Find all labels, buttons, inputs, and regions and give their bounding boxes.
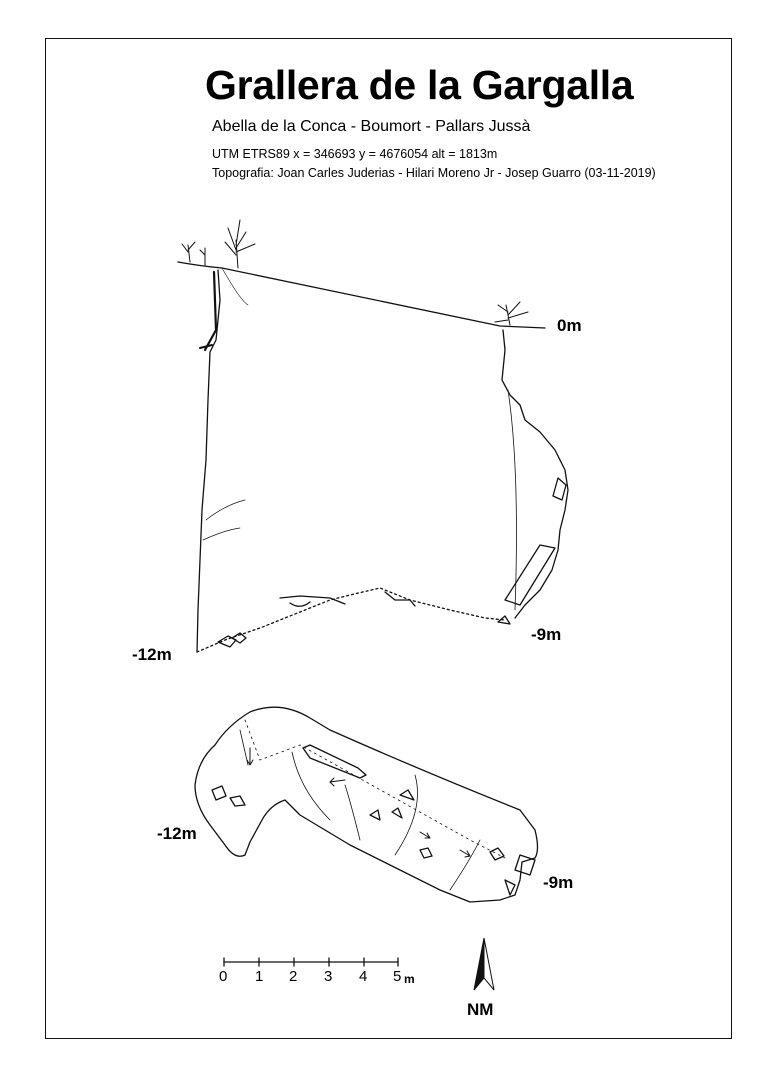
- map-frame: [45, 38, 732, 1039]
- scale-tick-4: 4: [359, 968, 368, 985]
- depth-label-minus-9m-section: -9m: [531, 625, 562, 644]
- depth-label-minus-12m-section: -12m: [132, 645, 172, 664]
- north-label: NM: [467, 1000, 494, 1019]
- scale-unit: m: [404, 972, 415, 986]
- cave-plan-view: [194, 706, 539, 903]
- scale-tick-5: 5: [393, 968, 402, 985]
- scale-tick-0: 0: [219, 968, 228, 985]
- scale-tick-3: 3: [324, 968, 333, 985]
- map-subtitle: Abella de la Conca - Boumort - Pallars J…: [212, 118, 531, 135]
- map-title: Grallera de la Gargalla: [205, 62, 634, 108]
- utm-coordinates: UTM ETRS89 x = 346693 y = 4676054 alt = …: [212, 147, 498, 161]
- scale-tick-1: 1: [255, 968, 264, 985]
- depth-label-minus-9m-plan: -9m: [543, 873, 574, 892]
- depth-label-0m: 0m: [557, 316, 582, 335]
- depth-label-minus-12m-plan: -12m: [157, 824, 197, 843]
- scale-tick-2: 2: [289, 968, 298, 985]
- topography-credits: Topografia: Joan Carles Juderias - Hilar…: [212, 166, 656, 180]
- north-arrow-icon: [473, 937, 495, 991]
- scale-bar: [223, 957, 399, 967]
- cave-section-profile: [177, 219, 569, 653]
